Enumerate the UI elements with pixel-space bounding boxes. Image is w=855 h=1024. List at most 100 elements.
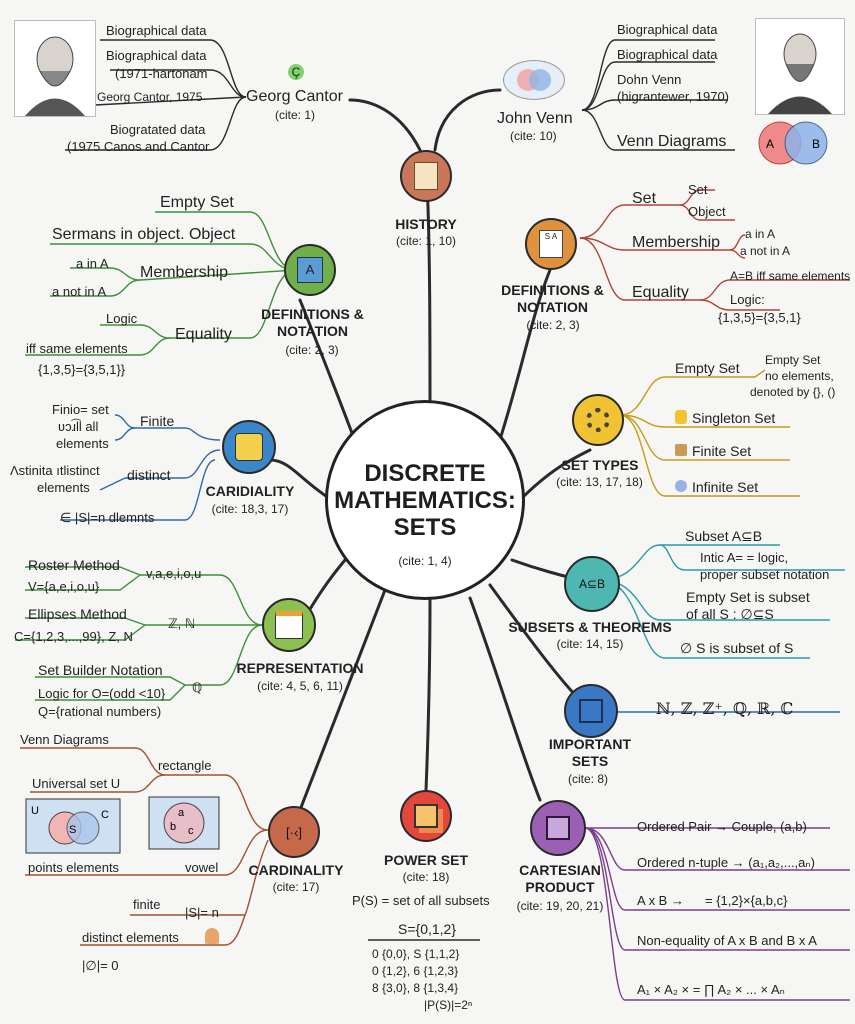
universal-set-diagram: U S C	[25, 798, 121, 854]
cardinality-leaf: points elements	[28, 860, 120, 875]
venn-leaf: Venn Diagrams	[617, 133, 727, 150]
representation-cite: (cite: 4, 5, 6, 11)	[257, 679, 343, 693]
venn-label-a: A	[766, 137, 774, 151]
venn-leaf: Dohn Venn	[617, 72, 682, 87]
venn-leaf: Biographical data	[617, 47, 718, 62]
cantor-leaf: Biographical data	[106, 23, 207, 38]
representation-leaf: ℚ	[192, 680, 203, 695]
network-icon	[579, 699, 603, 723]
title-line: IMPORTANT	[548, 736, 632, 752]
representation-leaf: v,a,e,i,o,u	[146, 566, 202, 581]
cantor-small-icon: Ç	[288, 64, 304, 80]
title-line: DEFINITIONS &	[501, 282, 604, 298]
power-set-leaf: 8 {3,0}, 8 {1,3,4}	[372, 981, 459, 995]
infinite-icon	[675, 480, 687, 492]
cartesian-leaf: = {1,2}×{a,b,c}	[705, 893, 788, 908]
def-left-leaf: iff same elements	[26, 341, 128, 356]
title-line: SETS	[571, 753, 609, 769]
definitions-right-node[interactable]: S A	[525, 218, 577, 270]
cartesian-node[interactable]	[530, 800, 586, 856]
brackets-icon: [·‹]	[286, 824, 302, 840]
definitions-left-cite: (cite: 2, 3)	[285, 343, 339, 357]
definitions-left-title: DEFINITIONS & NOTATION	[245, 306, 380, 340]
shapes-icon	[235, 433, 263, 461]
title-line: DEFINITIONS &	[261, 306, 364, 322]
caridiality-leaf: Ʌstinita ıtlistinct	[10, 463, 100, 478]
caridiality-node[interactable]	[222, 420, 276, 474]
subsets-leaf: ∅ S is subset of S	[680, 640, 794, 656]
set-types-node[interactable]	[572, 394, 624, 446]
cardinality-title: CARDINALITY	[248, 862, 344, 878]
set-types-leaf: Empty Set	[765, 353, 821, 367]
cube-icon: A	[297, 257, 323, 283]
subsets-node[interactable]: A⊆B	[564, 556, 620, 612]
cantor-portrait	[14, 20, 96, 117]
venn-small-icon	[503, 60, 565, 100]
history-node[interactable]	[400, 150, 452, 202]
cantor-cite: (cite: 1)	[275, 108, 316, 122]
center-circle[interactable]	[325, 400, 525, 600]
important-sets-node[interactable]	[564, 684, 618, 738]
definitions-left-node[interactable]: A	[284, 244, 336, 296]
subsets-leaf: Intic A= = logic,	[700, 550, 789, 565]
center-title-line: DISCRETE	[364, 460, 486, 487]
person-icon	[205, 928, 219, 944]
def-left-leaf: Logic	[106, 311, 138, 326]
power-set-cite: (cite: 18)	[402, 870, 450, 884]
cantor-name: Georg Cantor	[246, 88, 343, 105]
power-set-node[interactable]	[400, 790, 452, 842]
cardinality-leaf: vowel	[185, 860, 219, 875]
caridiality-leaf: elements	[37, 480, 90, 495]
gear-icon	[586, 408, 610, 432]
title-line: CARTESIAN	[519, 862, 601, 878]
def-right-leaf: a in A	[745, 227, 776, 241]
caridiality-title: CARIDIALITY	[205, 483, 295, 499]
def-left-leaf: a in A	[76, 256, 109, 271]
def-left-leaf: a not in A	[52, 284, 107, 299]
representation-node[interactable]	[262, 598, 316, 652]
important-sets-cite: (cite: 8)	[567, 772, 608, 786]
cardinality-node[interactable]: [·‹]	[268, 806, 320, 858]
def-right-leaf: Set	[688, 182, 708, 197]
subsets-leaf: Empty Set is subset	[686, 589, 810, 605]
power-set-leaf: 0 {0,0}, S {1,1,2}	[372, 947, 460, 961]
set-types-leaf: Singleton Set	[692, 410, 776, 426]
singleton-icon	[675, 410, 687, 424]
venn-leaf: (higrantewer, 1970)	[617, 89, 730, 104]
set-types-leaf: Infinite Set	[692, 479, 759, 495]
def-right-leaf: Equality	[632, 284, 689, 301]
cardinality-leaf: Universal set U	[32, 776, 121, 791]
caridiality-leaf: elements	[56, 436, 109, 451]
set-types-leaf: Finite Set	[692, 443, 752, 459]
cartesian-title: CARTESIAN PRODUCT	[500, 862, 620, 896]
def-left-leaf: Sermans in object. Object	[52, 226, 236, 243]
caridiality-leaf: ʋɔɹ͡ll all	[58, 419, 99, 434]
caridiality-leaf: distinct	[127, 467, 171, 483]
center-title-line: MATHEMATICS:	[334, 487, 516, 514]
def-left-leaf: Equality	[175, 326, 232, 343]
subsets-cite: (cite: 14, 15)	[556, 637, 624, 651]
representation-leaf: Ellipses Method	[28, 606, 127, 622]
diagram1-label: C	[101, 809, 109, 821]
power-set-leaf: S={0,1,2}	[398, 921, 457, 937]
def-right-leaf: Logic:	[730, 292, 765, 307]
representation-leaf: Logic for O=(odd <10}	[38, 686, 166, 701]
cantor-leaf: Biographical data	[106, 48, 207, 63]
cardinality-leaf: finite	[133, 897, 161, 912]
layers-icon	[414, 804, 438, 828]
caridiality-leaf: Finio= set	[52, 402, 109, 417]
power-set-leaf: |P(S)|=2ⁿ	[424, 998, 473, 1012]
def-right-leaf: Membership	[632, 234, 721, 251]
venn-person-cite: (cite: 10)	[510, 129, 557, 143]
cartesian-cite: (cite: 19, 20, 21)	[516, 899, 604, 913]
set-types-leaf: no elements,	[765, 369, 834, 383]
cardinality-cite: (cite: 17)	[272, 880, 320, 894]
subsets-title: SUBSETS & THEOREMS	[508, 619, 672, 635]
venn-label-b: B	[812, 137, 820, 151]
important-sets-title: IMPORTANT SETS	[530, 736, 650, 770]
cartesian-leaf: Ordered Pair → Couple, (a,b)	[637, 819, 807, 834]
def-right-leaf: {1,3,5}={3,5,1}	[718, 310, 801, 325]
cardinality-leaf: |S|= n	[185, 905, 219, 920]
cantor-leaf: Georg Cantor, 1975	[97, 90, 203, 104]
